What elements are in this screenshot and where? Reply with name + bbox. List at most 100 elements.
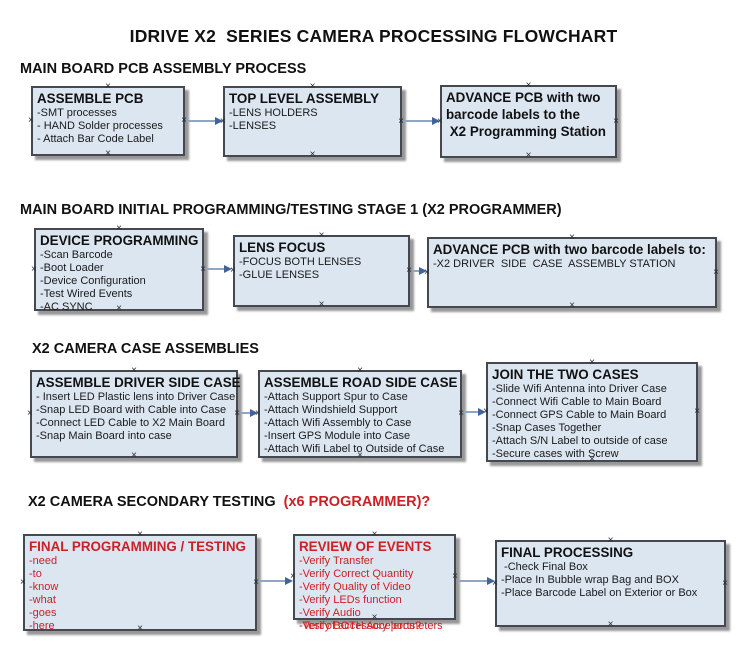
connection-handle-icon[interactable]: × bbox=[137, 529, 143, 540]
connector-arrow[interactable] bbox=[464, 407, 486, 416]
connector-arrow[interactable] bbox=[412, 266, 427, 275]
flowchart-box-advance-pcb-to-programming-station[interactable]: ADVANCE PCB with two barcode labels to t… bbox=[437, 80, 619, 161]
connection-handle-icon[interactable]: × bbox=[181, 115, 187, 126]
flowchart-box-top-level-assembly[interactable]: TOP LEVEL ASSEMBLY-LENS HOLDERS-LENSES × ×… bbox=[220, 81, 404, 160]
connection-handle-icon[interactable]: × bbox=[607, 619, 614, 630]
connection-handle-icon[interactable]: × bbox=[607, 535, 614, 546]
box-header-assemble-pcb: ASSEMBLE PCB bbox=[37, 91, 144, 106]
section-heading-text: MAIN BOARD INITIAL PROGRAMMING/TESTING S… bbox=[20, 202, 562, 218]
box-item: -know bbox=[29, 581, 59, 593]
flowchart-box-assemble-road-side-case[interactable]: ASSEMBLE ROAD SIDE CASE-Attach Support S… bbox=[255, 365, 464, 461]
box-item: -Test of accessory ports? bbox=[299, 620, 422, 632]
connection-handle-icon[interactable]: × bbox=[398, 115, 404, 127]
flowchart-box-review-of-events[interactable]: REVIEW OF EVENTS-Verify Transfer-Verify … bbox=[290, 529, 458, 633]
page-title: IDRIVE X2 SERIES CAMERA PROCESSING FLOWC… bbox=[129, 26, 618, 46]
box-item: -here bbox=[29, 620, 55, 632]
connector-arrow[interactable] bbox=[259, 576, 293, 585]
box-item: -Verify Transfer bbox=[299, 555, 374, 567]
box-item: -Place In Bubble wrap Bag and BOX bbox=[501, 574, 679, 586]
connection-handle-icon[interactable]: × bbox=[406, 265, 412, 276]
connection-handle-icon[interactable]: × bbox=[253, 576, 259, 588]
section-heading-text: X2 CAMERA SECONDARY TESTING bbox=[28, 494, 280, 510]
flowchart-box-join-the-two-cases[interactable]: JOIN THE TWO CASES-Slide Wifi Antenna in… bbox=[483, 357, 700, 465]
connection-handle-icon[interactable]: × bbox=[525, 150, 532, 161]
box-item: -Place Barcode Label on Exterior or Box bbox=[501, 587, 698, 599]
connection-handle-icon[interactable]: × bbox=[20, 576, 26, 588]
connection-handle-icon[interactable]: × bbox=[569, 300, 575, 311]
box-item: -Check Final Box bbox=[501, 561, 588, 573]
connection-handle-icon[interactable]: × bbox=[309, 149, 316, 160]
connection-handle-icon[interactable]: × bbox=[458, 408, 464, 419]
connector-arrow[interactable] bbox=[240, 408, 258, 417]
connection-handle-icon[interactable]: × bbox=[452, 571, 458, 582]
flowchart-box-final-processing[interactable]: FINAL PROCESSING -Check Final Box-Place … bbox=[492, 535, 728, 630]
connection-handle-icon[interactable]: × bbox=[694, 406, 700, 417]
connection-handle-icon[interactable]: × bbox=[116, 303, 122, 314]
box-item: -Attach S/N Label to outside of case bbox=[492, 435, 668, 447]
connection-handle-icon[interactable]: × bbox=[105, 148, 111, 159]
connection-handle-icon[interactable]: × bbox=[722, 577, 728, 589]
box-item: - Attach Bar Code Label bbox=[37, 133, 154, 145]
connection-handle-icon[interactable]: × bbox=[131, 365, 137, 376]
connection-handle-icon[interactable]: × bbox=[234, 408, 240, 419]
connection-handle-icon[interactable]: × bbox=[613, 115, 619, 127]
box-header-device-programming: DEVICE PROGRAMMING bbox=[40, 233, 199, 248]
box-header-final-programming-testing: FINAL PROGRAMMING / TESTING bbox=[29, 539, 246, 554]
flowchart-box-final-programming-testing[interactable]: FINAL PROGRAMMING / TESTING-need-to-know… bbox=[20, 529, 259, 634]
box-item: -Test Wired Events bbox=[40, 288, 133, 300]
box-item: -Snap Main Board into case bbox=[36, 430, 172, 442]
box-item: -SMT processes bbox=[37, 107, 117, 119]
connection-handle-icon[interactable]: × bbox=[713, 266, 719, 278]
box-item: -GLUE LENSES bbox=[239, 269, 320, 281]
connection-handle-icon[interactable]: × bbox=[589, 454, 595, 465]
connection-handle-icon[interactable]: × bbox=[105, 81, 111, 92]
connection-handle-icon[interactable]: × bbox=[357, 365, 363, 376]
connection-handle-icon[interactable]: × bbox=[525, 80, 532, 91]
box-item: -LENS HOLDERS bbox=[229, 107, 318, 119]
connector-arrow[interactable] bbox=[458, 576, 495, 585]
box-item: -Connect LED Cable to X2 Main Board bbox=[36, 417, 225, 429]
connection-handle-icon[interactable]: × bbox=[318, 299, 325, 310]
box-item: -Verify Quality of Video bbox=[299, 581, 411, 593]
connection-handle-icon[interactable]: × bbox=[569, 232, 575, 243]
box-item: -Attach Wifi Label to Outside of Case bbox=[264, 443, 445, 455]
flowchart-box-assemble-pcb[interactable]: ASSEMBLE PCB-SMT processes- HAND Solder … bbox=[28, 81, 187, 159]
box-header-advance-pcb-to-case-assembly: ADVANCE PCB with two barcode labels to: bbox=[433, 242, 706, 257]
box-header-top-level-assembly: TOP LEVEL ASSEMBLY bbox=[229, 91, 380, 106]
box-item: -Verify Correct Quantity bbox=[299, 568, 414, 580]
box-item: -to bbox=[29, 568, 42, 580]
flowchart-box-device-programming[interactable]: DEVICE PROGRAMMING-Scan Barcode-Boot Loa… bbox=[31, 223, 206, 314]
flowchart-box-lens-focus[interactable]: LENS FOCUS-FOCUS BOTH LENSES-GLUE LENSES… bbox=[230, 230, 412, 310]
box-item: -Connect GPS Cable to Main Board bbox=[492, 409, 667, 421]
box-header-advance-pcb-to-programming-station: ADVANCE PCB with two barcode labels to t… bbox=[446, 90, 606, 139]
box-item: -Slide Wifi Antenna into Driver Case bbox=[492, 383, 667, 395]
connector-arrow[interactable] bbox=[404, 116, 440, 125]
connection-handle-icon[interactable]: × bbox=[309, 81, 316, 92]
connector-arrow[interactable] bbox=[206, 264, 232, 273]
connection-handle-icon[interactable]: × bbox=[371, 612, 378, 623]
box-item: -Attach Wifi Assembly to Case bbox=[264, 417, 412, 429]
connection-handle-icon[interactable]: × bbox=[116, 223, 122, 234]
connection-handle-icon[interactable]: × bbox=[137, 623, 143, 634]
box-item: -AC SYNC bbox=[40, 301, 93, 313]
connection-handle-icon[interactable]: × bbox=[27, 408, 33, 419]
connection-handle-icon[interactable]: × bbox=[318, 230, 325, 241]
box-item: -need bbox=[29, 555, 58, 567]
connection-handle-icon[interactable]: × bbox=[200, 263, 206, 275]
box-header-lens-focus: LENS FOCUS bbox=[239, 240, 326, 255]
box-item: -LENSES bbox=[229, 120, 277, 132]
box-item: -Connect Wifi Cable to Main Board bbox=[492, 396, 662, 408]
flowchart-box-advance-pcb-to-case-assembly[interactable]: ADVANCE PCB with two barcode labels to:-… bbox=[424, 232, 719, 311]
connection-handle-icon[interactable]: × bbox=[371, 529, 378, 540]
flowchart-box-assemble-driver-side-case[interactable]: ASSEMBLE DRIVER SIDE CASE- Insert LED Pl… bbox=[27, 365, 241, 461]
connection-handle-icon[interactable]: × bbox=[131, 450, 137, 461]
connection-handle-icon[interactable]: × bbox=[230, 265, 236, 276]
connection-handle-icon[interactable]: × bbox=[28, 115, 34, 126]
section-heading-1: MAIN BOARD PCB ASSEMBLY PROCESS bbox=[20, 61, 306, 77]
connection-handle-icon[interactable]: × bbox=[31, 263, 37, 275]
box-item: -goes bbox=[29, 607, 57, 619]
connection-handle-icon[interactable]: × bbox=[357, 450, 363, 461]
box-item: -Insert GPS Module into Case bbox=[264, 430, 411, 442]
connector-arrow[interactable] bbox=[187, 116, 223, 125]
connection-handle-icon[interactable]: × bbox=[589, 357, 595, 368]
